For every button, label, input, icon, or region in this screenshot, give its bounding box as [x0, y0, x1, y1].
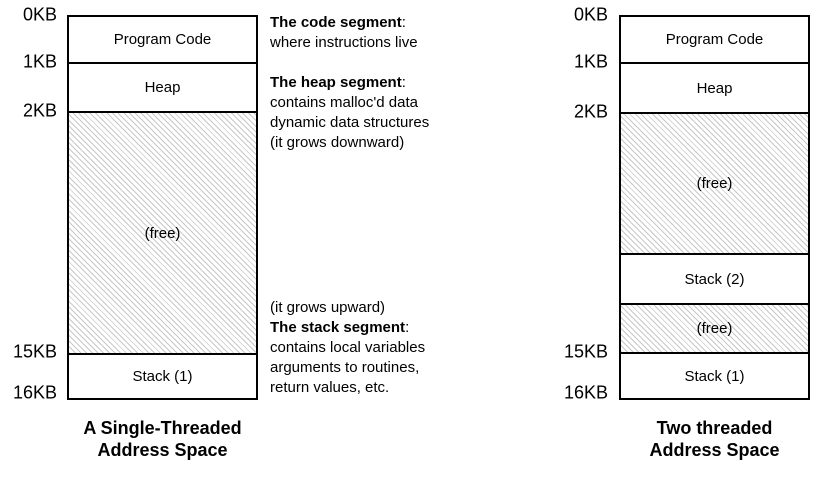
segment-label: (free) [696, 320, 733, 337]
right-caption: Two threaded Address Space [619, 417, 810, 461]
segment-label: Heap [696, 79, 733, 97]
segment-program-code: Program Code [621, 17, 808, 62]
address-tick-2kb: 2KB [22, 100, 57, 121]
segment-free-lower: (free) [621, 303, 808, 352]
note-line: contains local variables [270, 339, 426, 356]
note-heading-line: The heap segment: [270, 73, 505, 93]
stack-segment-note: (it grows upward) The stack segment: con… [270, 298, 505, 398]
segment-heap: Heap [69, 62, 256, 111]
address-space-box: Program Code Heap (free) Stack (2) (free… [619, 15, 810, 400]
segment-program-code: Program Code [69, 17, 256, 62]
address-space-box: Program Code Heap (free) Stack (1) [67, 15, 258, 400]
segment-label: (free) [696, 175, 733, 192]
address-tick-16kb: 16KB [12, 382, 57, 403]
address-tick-15kb: 15KB [563, 341, 608, 362]
segment-label: Stack (1) [132, 368, 193, 385]
caption-line: Address Space [649, 440, 780, 460]
note-heading: The heap segment [270, 74, 402, 91]
segment-heap: Heap [621, 62, 808, 112]
note-line: contains malloc'd data [270, 94, 418, 111]
segment-stack-1: Stack (1) [621, 352, 808, 398]
caption-line: A Single-Threaded [83, 418, 242, 438]
note-heading-line: The code segment: [270, 13, 505, 33]
note-colon: : [401, 74, 406, 91]
note-colon: : [405, 319, 410, 336]
note-line: (it grows upward) [270, 299, 386, 316]
note-heading-line: The stack segment: [270, 318, 505, 338]
note-line: (it grows downward) [270, 134, 405, 151]
address-tick-1kb: 1KB [573, 51, 608, 72]
segment-stack-2: Stack (2) [621, 253, 808, 303]
note-heading: The code segment [270, 14, 402, 31]
segment-label: Heap [144, 79, 181, 96]
segment-free: (free) [69, 111, 256, 353]
segment-free-upper: (free) [621, 112, 808, 253]
caption-line: Two threaded [656, 418, 773, 438]
segment-label: Stack (2) [684, 270, 745, 288]
address-tick-16kb: 16KB [563, 382, 608, 403]
note-line: arguments to routines, [270, 359, 420, 376]
caption-line: Address Space [97, 440, 228, 460]
note-heading: The stack segment [270, 319, 406, 336]
address-tick-2kb: 2KB [573, 101, 608, 122]
note-line: dynamic data structures [270, 114, 430, 131]
code-segment-note: The code segment: where instructions liv… [270, 13, 505, 53]
heap-segment-note: The heap segment: contains malloc'd data… [270, 73, 505, 153]
segment-label: (free) [144, 224, 181, 242]
segment-stack-1: Stack (1) [69, 353, 256, 398]
left-caption: A Single-Threaded Address Space [67, 417, 258, 461]
segment-label: Stack (1) [684, 367, 745, 385]
segment-label: Program Code [113, 31, 212, 48]
address-tick-1kb: 1KB [22, 51, 57, 72]
note-colon: : [401, 14, 406, 31]
address-tick-0kb: 0KB [573, 4, 608, 25]
address-tick-0kb: 0KB [22, 4, 57, 25]
note-line: return values, etc. [270, 379, 390, 396]
segment-label: Program Code [665, 31, 764, 48]
note-line: where instructions live [270, 34, 418, 51]
address-tick-15kb: 15KB [12, 341, 57, 362]
